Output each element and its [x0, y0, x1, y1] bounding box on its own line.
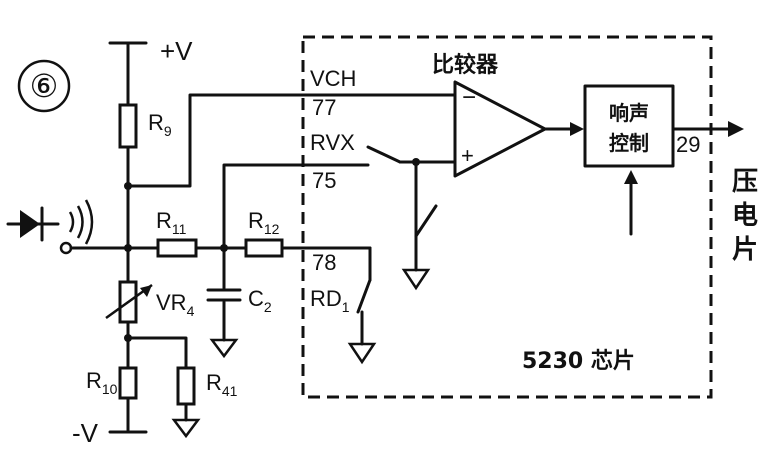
pin-rd1-label: RD1 — [310, 286, 350, 315]
r11-label: R11 — [156, 208, 187, 237]
output-arrow — [728, 121, 744, 137]
emission-wave-3 — [84, 199, 94, 245]
emission-wave-1 — [68, 211, 75, 233]
emission-wave-2 — [76, 205, 84, 239]
r10-resistor — [118, 366, 138, 400]
r41-resistor — [176, 366, 196, 406]
r11-resistor — [156, 238, 198, 258]
r12-label: R12 — [248, 208, 280, 237]
diode-triangle — [20, 210, 40, 238]
r10-label: R10 — [86, 368, 118, 397]
control-box-line-1: 响声 — [609, 101, 649, 125]
vr4-arrow-head — [140, 285, 152, 297]
vch-wire — [126, 93, 457, 188]
pin-78-label: 78 — [312, 250, 336, 275]
rvx-switch-blade — [366, 145, 402, 164]
pin-77-label: 77 — [312, 95, 336, 120]
pin-vch-label: VCH — [310, 66, 356, 91]
pin-75-label: 75 — [312, 168, 336, 193]
output-label-1: 压 — [732, 167, 758, 197]
output-label-2: 电 — [732, 201, 758, 231]
r41-ground — [171, 418, 201, 439]
ground-switch-blade — [414, 204, 438, 238]
figure-number: ⑥ — [30, 68, 59, 104]
rd1-switch-blade — [356, 278, 372, 314]
positive-supply-label: +V — [160, 36, 193, 66]
r41-label: R41 — [206, 370, 238, 399]
pin-29-label: 29 — [676, 132, 700, 157]
control-box — [583, 84, 675, 168]
switch-ground — [401, 268, 431, 291]
comparator-plus: + — [461, 143, 474, 168]
r12-resistor — [244, 238, 284, 258]
comparator-triangle — [453, 80, 547, 178]
r9-resistor — [118, 103, 138, 149]
negative-supply-label: -V — [72, 418, 99, 448]
r41-wire — [126, 336, 188, 370]
figure-number-circle — [17, 59, 71, 113]
c2-label: C2 — [248, 286, 272, 315]
rd1-ground — [347, 342, 377, 365]
control-box-line-2: 控制 — [609, 131, 649, 155]
junction-vr4 — [124, 244, 132, 252]
comparator-minus: − — [462, 84, 476, 111]
control-input-arrow — [624, 170, 638, 184]
vr4-label: VR4 — [156, 290, 195, 319]
comparator-output-arrow — [570, 122, 584, 136]
comparator-label: 比较器 — [432, 52, 499, 78]
chip-label: 5230 芯片 — [522, 349, 635, 374]
pin-rvx-label: RVX — [310, 130, 355, 155]
chip-boundary — [301, 35, 713, 399]
rvx-wire — [222, 163, 370, 250]
output-label-3: 片 — [732, 235, 758, 265]
c2-ground — [209, 338, 239, 359]
r9-label: R9 — [148, 110, 172, 139]
